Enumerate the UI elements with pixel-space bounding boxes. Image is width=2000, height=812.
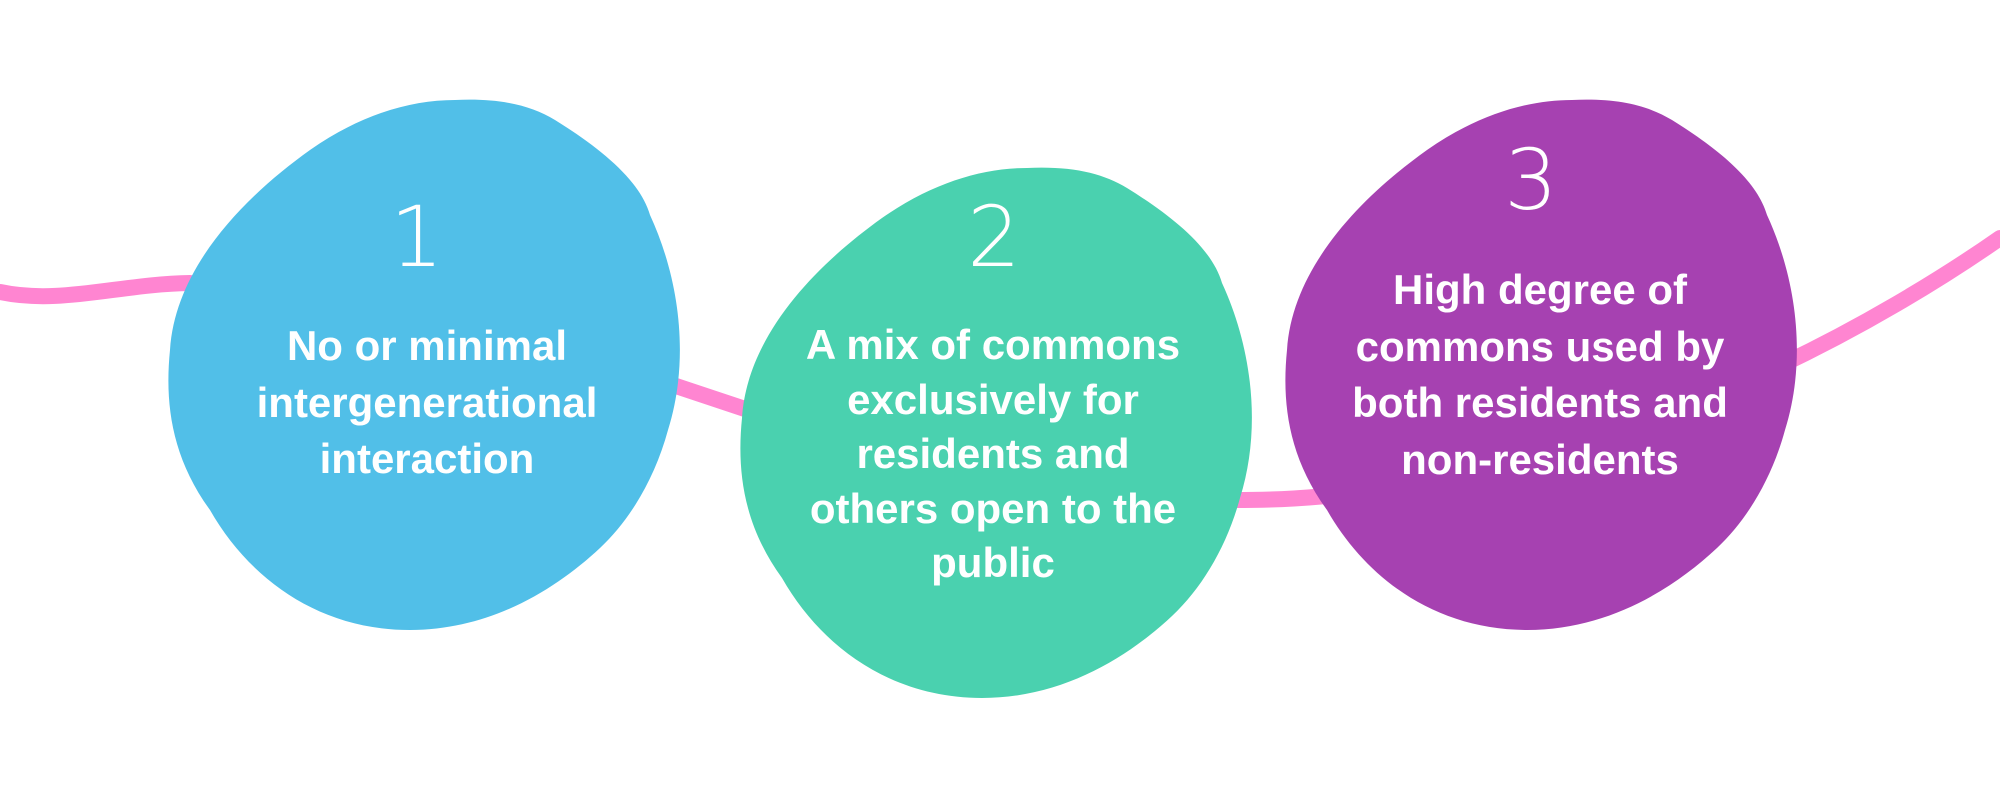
stage-2-text: A mix of commons exclusively for residen… [805, 321, 1181, 587]
stage-3-text: High degree of commons used by both resi… [1352, 266, 1728, 484]
stage-3-blob [1285, 99, 1797, 630]
connector-left [0, 275, 198, 305]
stage-2-number: 2 [967, 188, 1020, 286]
stage-3-number: 3 [1504, 131, 1557, 229]
stage-1-number: 1 [390, 188, 443, 286]
stage-2-blob [740, 167, 1252, 698]
stage-1-text: No or minimal intergenerational interact… [256, 322, 598, 483]
connector-right [1767, 230, 2000, 376]
stage-1-blob [168, 99, 680, 630]
